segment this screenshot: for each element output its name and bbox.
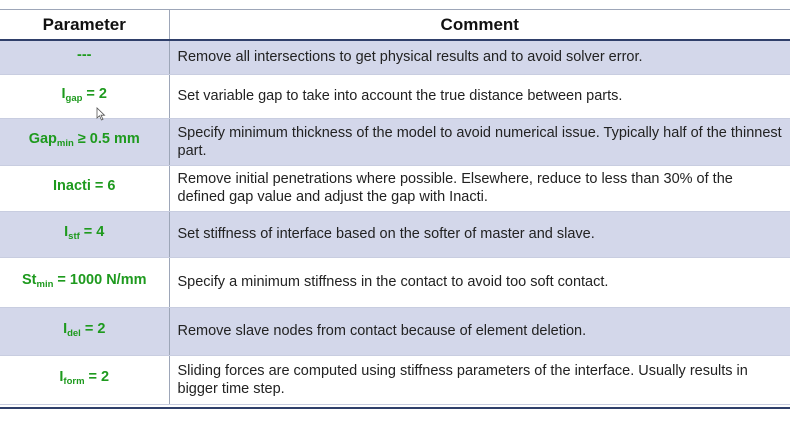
param-value: = 4 <box>79 223 105 240</box>
param-name: Gap <box>28 131 57 147</box>
param-value: ≥ 0.5 mm <box>73 131 140 147</box>
comment-cell: Sliding forces are computed using stiffn… <box>169 354 790 405</box>
comment-cell: Remove initial penetrations where possib… <box>169 164 790 212</box>
table-header-row: Parameter Comment <box>0 9 790 41</box>
param-value: = 2 <box>82 85 107 102</box>
parameter-cell: Gapmin ≥ 0.5 mm <box>0 117 170 166</box>
param-subscript: form <box>63 376 85 387</box>
param-value: = 2 <box>80 320 106 337</box>
param-value: = 1000 N/mm <box>53 271 147 288</box>
parameter-table: Parameter Comment --- Remove all interse… <box>0 9 790 405</box>
param-name: Inacti = 6 <box>53 177 116 194</box>
param-value: = 2 <box>84 369 110 385</box>
param-subscript: gap <box>65 92 83 104</box>
param-name: I <box>61 85 66 102</box>
parameter-cell: Inacti = 6 <box>0 164 170 212</box>
mouse-pointer-icon <box>96 107 106 121</box>
table-row: Igap = 2 Set variable gap to take into a… <box>0 73 790 119</box>
table-row: Idel = 2 Remove slave nodes from contact… <box>0 306 790 356</box>
comment-cell: Remove all intersections to get physical… <box>169 39 790 75</box>
table-row: --- Remove all intersections to get phys… <box>0 39 790 75</box>
param-name: I <box>64 223 69 240</box>
param-subscript: del <box>67 327 81 339</box>
parameter-cell: Igap = 2 <box>0 73 170 119</box>
table-row: Stmin = 1000 N/mm Specify a minimum stif… <box>0 256 790 308</box>
comment-cell: Set variable gap to take into account th… <box>169 73 790 119</box>
param-name: --- <box>77 46 92 63</box>
param-name: I <box>63 320 68 337</box>
param-subscript: min <box>36 278 54 290</box>
table-row: Inacti = 6 Remove initial penetrations w… <box>0 164 790 212</box>
comment-cell: Set stiffness of interface based on the … <box>169 210 790 258</box>
param-subscript: min <box>56 138 74 149</box>
table-row: Iform = 2 Sliding forces are computed us… <box>0 354 790 405</box>
table-row: Gapmin ≥ 0.5 mm Specify minimum thicknes… <box>0 117 790 166</box>
table-bottom-rule <box>0 407 790 409</box>
comment-cell: Specify a minimum stiffness in the conta… <box>169 256 790 308</box>
parameter-cell: Stmin = 1000 N/mm <box>0 256 170 308</box>
parameter-cell: --- <box>0 39 170 75</box>
header-comment: Comment <box>169 9 790 41</box>
parameter-cell: Iform = 2 <box>0 354 170 405</box>
table-row: Istf = 4 Set stiffness of interface base… <box>0 210 790 258</box>
comment-cell: Remove slave nodes from contact because … <box>169 306 790 356</box>
header-parameter: Parameter <box>0 9 170 41</box>
param-name: I <box>59 369 64 385</box>
parameter-cell: Istf = 4 <box>0 210 170 258</box>
parameter-cell: Idel = 2 <box>0 306 170 356</box>
param-subscript: stf <box>68 230 80 242</box>
comment-cell: Specify minimum thickness of the model t… <box>169 117 790 166</box>
param-name: St <box>22 271 37 288</box>
